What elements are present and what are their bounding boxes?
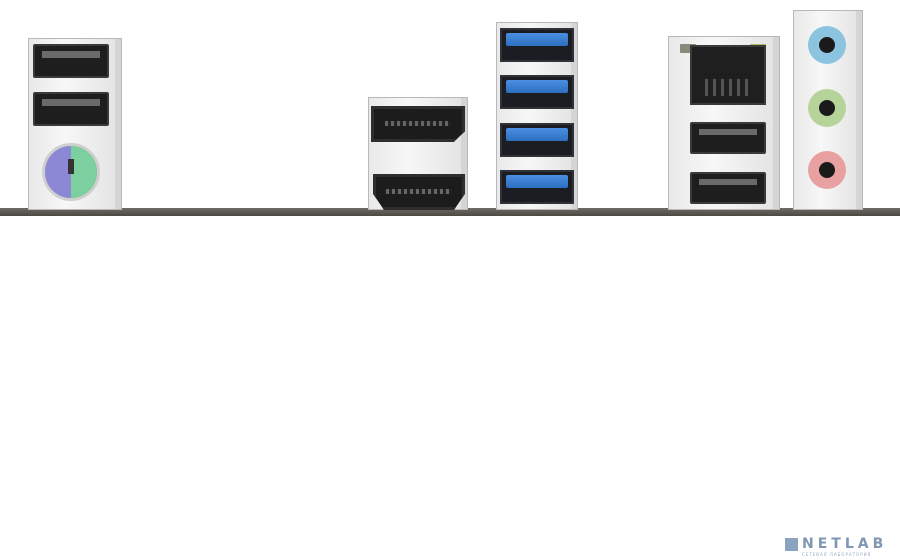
- pcb-edge: [0, 208, 900, 216]
- usb-tongue: [699, 129, 757, 136]
- usb3-tongue: [506, 128, 568, 141]
- usb3-port: [500, 170, 574, 204]
- ps2-key: [67, 159, 75, 174]
- ps2-mouse-half: [71, 146, 97, 198]
- usb3-tongue: [506, 33, 568, 46]
- usb3-tongue: [506, 175, 568, 188]
- logo-square-icon: [785, 538, 798, 551]
- audio-mic-jack: [808, 151, 846, 189]
- hdmi-pins: [386, 189, 452, 195]
- usb-tongue: [699, 179, 757, 186]
- ps2-combo-port: [42, 143, 100, 201]
- ps2-keyboard-half: [45, 146, 71, 198]
- usb-tongue: [42, 99, 100, 106]
- jack-hole: [818, 99, 836, 117]
- logo-brand: NETLAB: [802, 536, 888, 552]
- audio-line-out-jack: [808, 89, 846, 127]
- usb3-port: [500, 28, 574, 62]
- usb-tongue: [42, 51, 100, 58]
- displayport-port: [371, 106, 465, 142]
- audio-line-in-jack: [808, 26, 846, 64]
- dp-pins: [384, 121, 452, 127]
- usb3-port: [500, 123, 574, 157]
- logo-tagline: СЕТЕВАЯ ЛАБОРАТОРИЯ: [802, 552, 872, 557]
- rj45-pins: [704, 79, 752, 97]
- jack-hole: [818, 36, 836, 54]
- hdmi-port: [373, 174, 465, 210]
- usb2-port: [33, 92, 109, 126]
- usb3-port: [500, 75, 574, 109]
- usb2-port: [33, 44, 109, 78]
- rj45-ethernet-port: [690, 45, 766, 105]
- lan-led-icon: [680, 44, 696, 53]
- jack-hole: [818, 161, 836, 179]
- usb-port: [690, 172, 766, 204]
- usb3-tongue: [506, 80, 568, 93]
- usb-port: [690, 122, 766, 154]
